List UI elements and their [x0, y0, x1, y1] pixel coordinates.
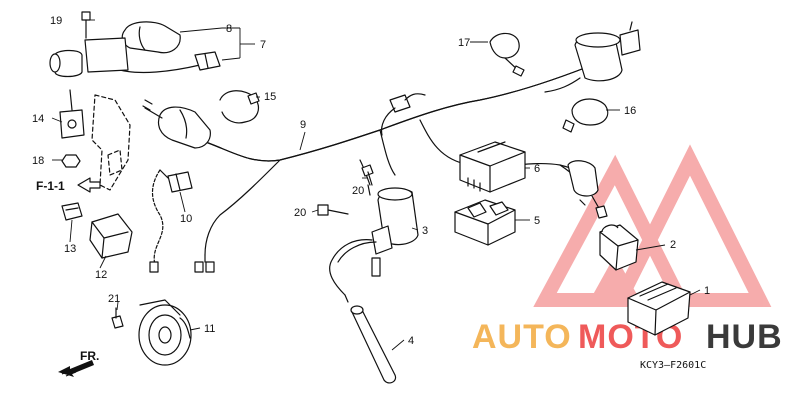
- callout-20-lower: 20: [294, 207, 306, 219]
- part-11-horn: [138, 299, 192, 366]
- right-lead-parts: [559, 160, 608, 219]
- callout-19: 19: [50, 15, 62, 27]
- part-5-socket: [454, 199, 516, 246]
- regulator-block: [49, 37, 129, 78]
- part-3-ignition-coil: [329, 187, 419, 303]
- callout-15: 15: [264, 91, 276, 103]
- part-21-bolt: [111, 307, 124, 329]
- part-19-bolt: [81, 11, 91, 39]
- callout-11: 11: [204, 323, 215, 335]
- callout-14: 14: [32, 113, 44, 125]
- diagram-code: KCY3–F2601C: [640, 360, 706, 371]
- callout-1: 1: [704, 285, 710, 297]
- reference-label: F-1-1: [36, 179, 65, 193]
- watermark-text-3: HUB: [706, 318, 783, 356]
- part-16-band: [562, 98, 609, 133]
- ignition-coil-upper: [544, 21, 641, 93]
- watermark-text: AUTO MOTO HUB: [472, 318, 783, 356]
- harness-connector-left: [142, 99, 211, 149]
- callouts: 19 8 7 14 18 15 9 10 13 12 11 21 17 16 6…: [32, 15, 710, 347]
- callout-4: 4: [408, 335, 414, 347]
- part-4-plug-cap: [350, 305, 397, 384]
- part-10-subharness: [149, 169, 193, 273]
- part-20-bolt-upper: [361, 164, 374, 186]
- callout-6: 6: [534, 163, 540, 175]
- part-6-cdi-unit: [459, 141, 526, 193]
- part-20-bolt-lower: [317, 204, 349, 216]
- watermark-logo-icon: [533, 144, 772, 307]
- part-18-nut: [61, 154, 81, 168]
- callout-16: 16: [624, 105, 636, 117]
- reference-arrow-icon: [77, 177, 101, 193]
- part-13-connector: [61, 202, 83, 221]
- callout-3: 3: [422, 225, 428, 237]
- front-label: FR.: [80, 349, 99, 363]
- callout-12: 12: [95, 269, 107, 281]
- callout-10: 10: [180, 213, 192, 225]
- part-15-clamp: [219, 90, 260, 124]
- front-arrow-icon: [58, 360, 94, 377]
- callout-7: 7: [260, 39, 266, 51]
- mounting-bracket-dashed: [91, 94, 131, 191]
- part-17-band: [489, 32, 525, 77]
- part-7-connector: [119, 51, 221, 74]
- callout-2: 2: [670, 239, 676, 251]
- callout-17: 17: [458, 37, 470, 49]
- callout-18: 18: [32, 155, 44, 167]
- leader-lines: [51, 19, 701, 351]
- harness-branch-lower: [194, 254, 215, 273]
- callout-5: 5: [534, 215, 540, 227]
- callout-9: 9: [300, 119, 306, 131]
- callout-21: 21: [108, 293, 120, 305]
- part-8-cap: [121, 21, 181, 54]
- callout-13: 13: [64, 243, 76, 255]
- watermark-text-1: AUTO: [472, 318, 572, 356]
- part-14-bracket: [59, 89, 85, 139]
- callout-8: 8: [226, 23, 232, 35]
- part-2-cap: [599, 224, 639, 271]
- part-1-unit: [627, 281, 691, 336]
- callout-20-upper: 20: [352, 185, 364, 197]
- part-12-relay: [89, 213, 133, 259]
